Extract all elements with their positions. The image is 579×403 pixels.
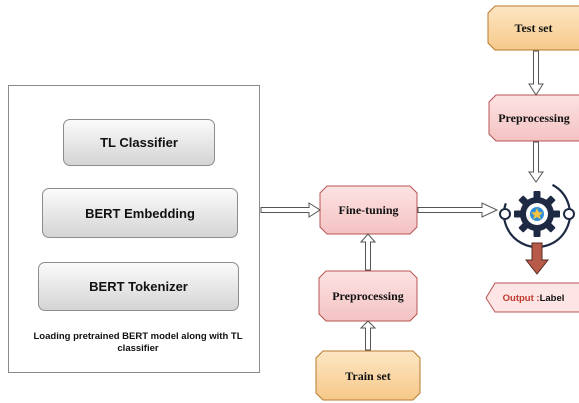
fine-tuning-label: Fine-tuning bbox=[338, 203, 399, 217]
bert-embedding-label: BERT Embedding bbox=[85, 205, 195, 221]
panel-to-finetuning-arrow bbox=[260, 202, 321, 218]
bert-embedding-layer: BERT Embedding bbox=[42, 188, 238, 238]
train-set-label: Train set bbox=[345, 368, 391, 383]
output-value: Label bbox=[539, 292, 565, 304]
fine-tuning-shape bbox=[319, 185, 418, 235]
test-set-node: Test set bbox=[488, 6, 579, 50]
test-set-label: Test set bbox=[514, 21, 553, 35]
preprocessing-test-node: Preprocessing bbox=[489, 95, 579, 141]
output-prefix: Output : bbox=[502, 292, 540, 304]
preprocessing-train-shape bbox=[318, 270, 418, 322]
preprocessing-test-label: Preprocessing bbox=[498, 111, 570, 125]
bert-tokenizer-label: BERT Tokenizer bbox=[89, 279, 188, 294]
tl-classifier-label: TL Classifier bbox=[100, 135, 178, 150]
fine-tuning-node: Fine-tuning bbox=[320, 186, 417, 234]
output-node: Output :Label bbox=[488, 283, 579, 312]
gear-target-icon bbox=[499, 179, 575, 249]
bert-tokenizer-layer: BERT Tokenizer bbox=[38, 262, 239, 311]
tl-classifier-layer: TL Classifier bbox=[63, 119, 215, 166]
train-to-preprocessing-arrow bbox=[359, 320, 377, 351]
test-set-shape bbox=[487, 5, 579, 51]
preprocessing-train-label: Preprocessing bbox=[332, 289, 404, 303]
preprocessing-test-shape bbox=[488, 94, 579, 142]
train-set-node: Train set bbox=[316, 351, 420, 400]
testset-to-preprocessing-arrow bbox=[528, 50, 544, 96]
finetuning-to-model-arrow bbox=[417, 202, 499, 218]
preprocessing-train-node: Preprocessing bbox=[319, 271, 417, 321]
down-arrow-icon bbox=[524, 242, 550, 275]
preprocessing-to-model-arrow bbox=[528, 141, 544, 183]
train-set-shape bbox=[315, 350, 421, 401]
output-shape bbox=[485, 282, 579, 313]
panel-caption: Loading pretrained BERT model along with… bbox=[33, 331, 243, 354]
preprocessing-to-finetuning-arrow bbox=[359, 233, 377, 271]
